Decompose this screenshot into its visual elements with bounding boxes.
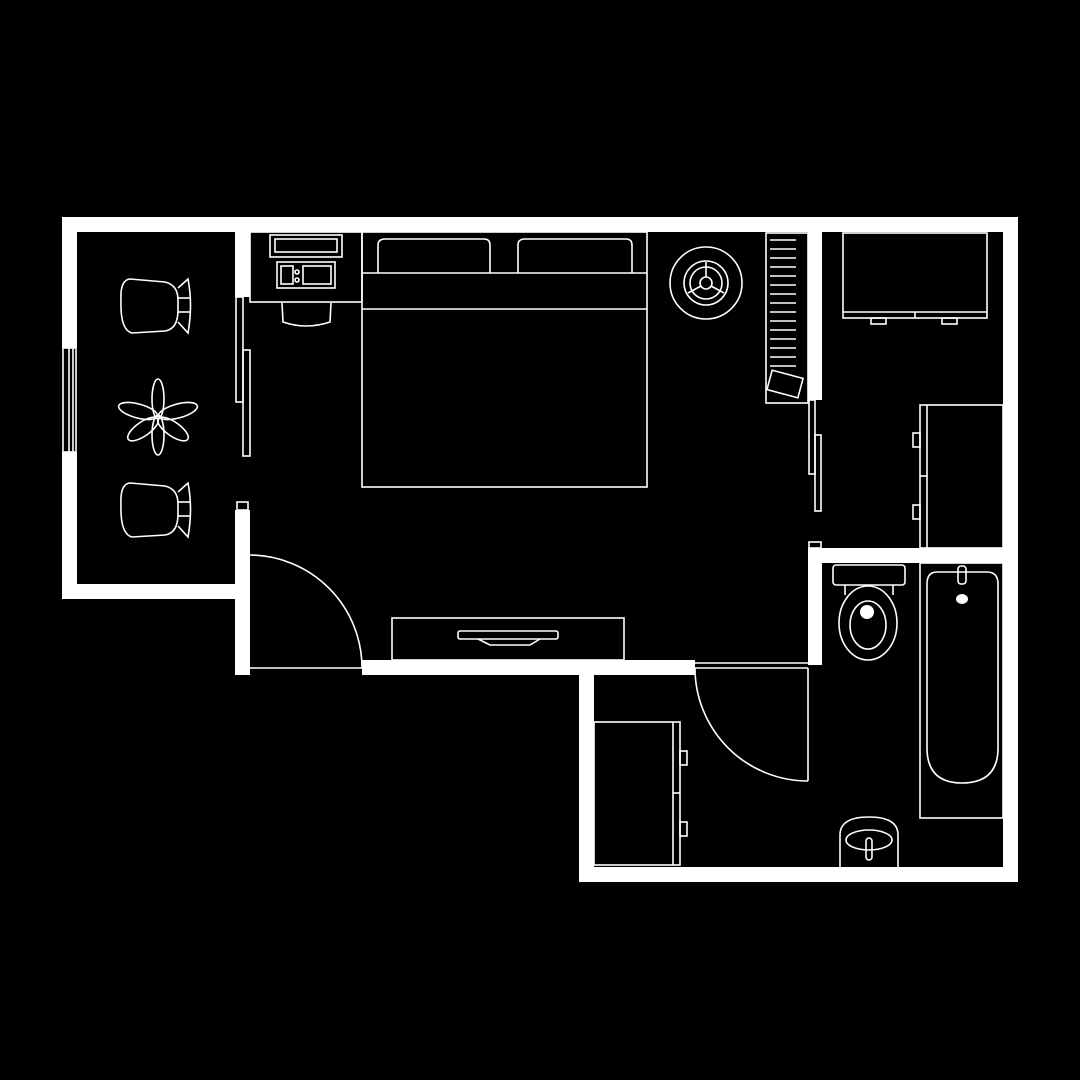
wardrobe-icon [842,232,988,325]
bathroom-cabinet-icon [593,721,688,866]
top-wall [62,217,1018,232]
sink-icon [839,816,899,867]
bedroom-right-wall-upper [808,232,822,400]
plant-icon [117,378,199,456]
bedroom-bottom-wall [362,660,695,675]
balcony-left-wall-upper [62,217,77,348]
door-jamb [808,541,822,549]
bedroom-right-wall-lower [808,548,822,665]
balcony-furniture [117,277,199,539]
closet-bottom-wall [808,548,1018,563]
walls [62,217,1018,882]
partition-corner [235,660,250,675]
radiator-icon [765,232,809,404]
door-icon[interactable] [694,662,809,782]
monitor-icon [269,234,343,258]
fan-icon [669,246,743,320]
partition-wall-upper [235,232,250,297]
window [62,347,77,453]
tv-console-icon [391,617,625,661]
balcony-bottom-wall [62,584,250,599]
sliding-door-icon[interactable] [808,399,822,512]
wardrobe-icon [912,404,1004,549]
bathroom-left-wall [579,675,594,882]
armchair-icon [120,277,192,335]
sliding-door-icon[interactable] [235,296,251,457]
toilet-icon [832,564,906,661]
armchair-icon [120,481,192,539]
door-icon[interactable] [249,554,363,669]
balcony-left-wall-lower [62,452,77,599]
double-bed-icon [361,231,648,488]
bottom-wall [579,867,1018,882]
partition-wall-lower [235,510,250,675]
door-jamb [236,501,249,511]
office-chair-icon [281,302,332,327]
bathtub-icon [919,562,1004,819]
